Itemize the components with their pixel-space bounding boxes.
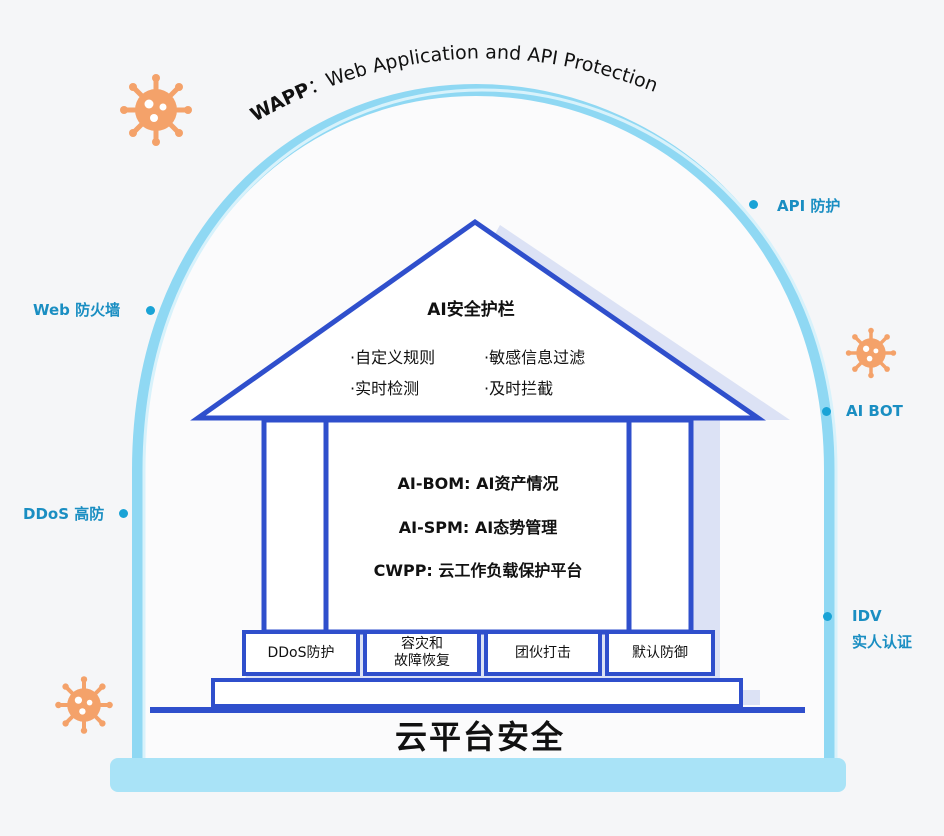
roof-title: AI安全护栏 xyxy=(427,300,515,320)
virus-icon xyxy=(120,74,192,146)
base-box-default-defense: 默认防御 xyxy=(605,630,715,676)
label-api-protect: API 防护 xyxy=(777,197,841,215)
roof-item: ·敏感信息过滤 xyxy=(484,348,586,367)
label-idv: IDV xyxy=(852,607,882,625)
dot-ai-bot xyxy=(822,407,831,416)
right-pillar xyxy=(626,417,694,635)
virus-icon xyxy=(55,676,113,734)
base-box-gang-strike: 团伙打击 xyxy=(484,630,602,676)
foundation xyxy=(211,678,743,708)
base-box-disaster-recovery: 容灾和 故障恢复 xyxy=(363,630,481,676)
roof-item: ·及时拦截 xyxy=(484,379,554,398)
label-real-person: 实人认证 xyxy=(852,633,913,651)
base-box-ddos: DDoS防护 xyxy=(242,630,360,676)
body-line-cwpp: CWPP: 云工作负载保护平台 xyxy=(373,561,583,580)
virus-icon xyxy=(844,326,898,380)
left-pillar xyxy=(261,417,329,635)
dot-web-firewall xyxy=(146,306,155,315)
body-line-ai-bom: AI-BOM: AI资产情况 xyxy=(397,474,559,493)
body-line-ai-spm: AI-SPM: AI态势管理 xyxy=(398,518,558,537)
roof-item: ·实时检测 xyxy=(350,379,420,398)
label-web-firewall: Web 防火墙 xyxy=(33,301,121,319)
label-ddos-high: DDoS 高防 xyxy=(23,505,105,523)
platform-title: 云平台安全 xyxy=(394,718,565,756)
dot-api xyxy=(749,200,758,209)
dot-ddos-high xyxy=(119,509,128,518)
dot-idv xyxy=(823,612,832,621)
dome-base xyxy=(110,758,846,792)
roof-item: ·自定义规则 xyxy=(350,348,436,367)
label-ai-bot: AI BOT xyxy=(846,402,903,420)
